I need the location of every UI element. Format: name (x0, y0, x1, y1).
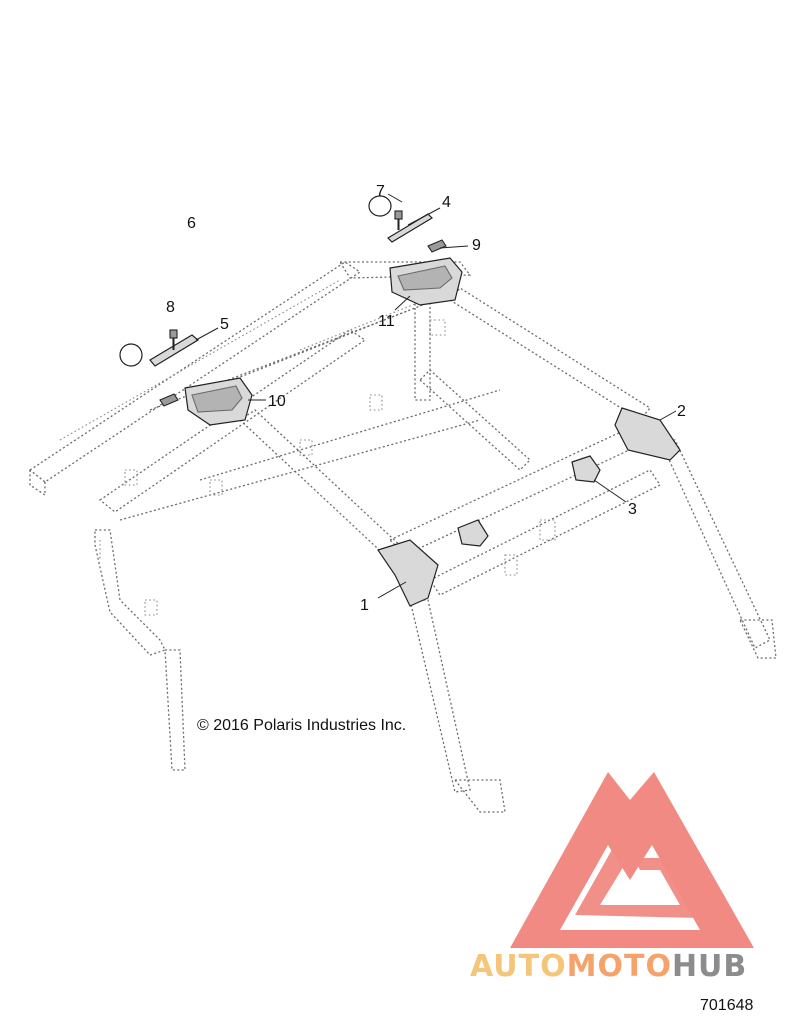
part-9-clip (427, 239, 447, 253)
callout-1: 1 (360, 597, 369, 614)
figure-number: 701648 (700, 997, 753, 1014)
svg-text:AUTOMOTOHUB: AUTOMOTOHUB (470, 949, 747, 984)
part-1-gusset (377, 539, 439, 607)
watermark-text: AUTOMOTOHUB (470, 949, 747, 984)
callout-7: 7 (376, 183, 385, 200)
part-4-bolt (394, 210, 403, 230)
callout-4: 4 (442, 194, 451, 211)
part-10-corner-cover (184, 377, 253, 426)
callout-10: 10 (268, 393, 286, 410)
part-11-corner-cover (389, 257, 463, 306)
part-7-ring (368, 195, 392, 217)
copyright-text: © 2016 Polaris Industries Inc. (197, 717, 406, 734)
callout-2: 2 (677, 403, 686, 420)
part-5-ring (119, 343, 143, 367)
callout-5: 5 (220, 316, 229, 333)
callout-8: 8 (166, 299, 175, 316)
callout-6: 6 (187, 215, 196, 232)
roll-cage-frame (28, 261, 777, 813)
callout-11: 11 (378, 313, 395, 330)
leader-lines (195, 193, 677, 599)
part-2-gusset (614, 407, 681, 461)
callout-3: 3 (628, 501, 637, 518)
callout-9: 9 (472, 237, 481, 254)
watermark-logo (510, 772, 754, 948)
brand-moto: MOTO (567, 949, 672, 984)
part-3-clamp (457, 455, 601, 547)
part-8-bolt (169, 329, 178, 350)
brand-auto: AUTO (470, 949, 567, 984)
part-5-plate (149, 334, 200, 367)
part-10-clip (159, 393, 179, 407)
brand-hub: HUB (672, 949, 747, 984)
